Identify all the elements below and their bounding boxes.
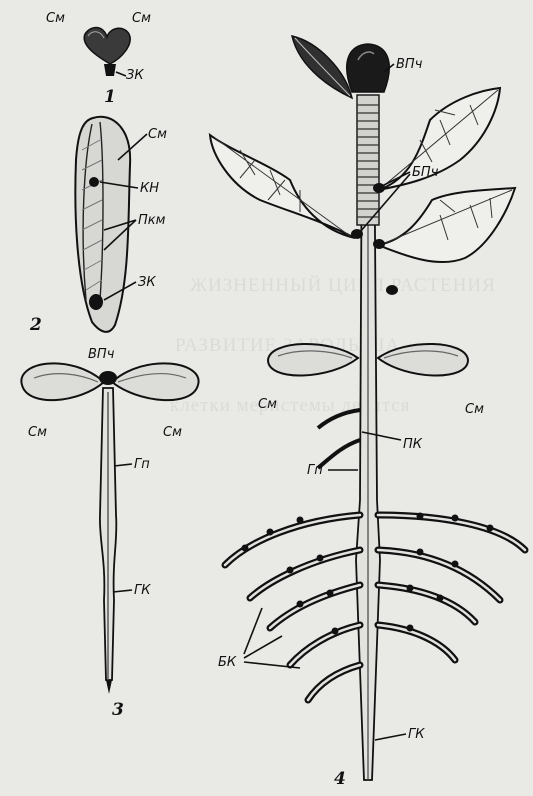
panel-1-embryo: См См ЗК 1 xyxy=(46,11,151,107)
label-lateral-roots-4: БК xyxy=(218,655,237,670)
panel-4-plant: ВПч БПч См См ПК Гп БК ГК 4 xyxy=(210,36,525,789)
cotyledon-right-4 xyxy=(378,344,468,376)
label-cotyledon-1b: См xyxy=(132,11,151,26)
meristem-zone-4 xyxy=(357,95,379,225)
apical-bud-4 xyxy=(347,44,389,92)
panel-number-2: 2 xyxy=(29,315,42,335)
panel-number-1: 1 xyxy=(104,87,116,107)
label-hypocotyl-3: Гп xyxy=(134,457,150,472)
panel-number-4: 4 xyxy=(334,769,346,789)
panel-2-seed: См КН Пкм ЗК 2 xyxy=(29,117,167,335)
lateral-bud-c xyxy=(373,239,385,249)
label-germ-root-1: ЗК xyxy=(126,68,144,83)
adventitious-root-b xyxy=(318,440,360,468)
label-lateral-buds-4: БПч xyxy=(412,165,439,180)
lateral-bud-b xyxy=(373,183,385,193)
label-procambium: Пкм xyxy=(138,213,166,228)
label-apical-meristem-3: ВПч xyxy=(88,347,115,362)
embryo-suspensor xyxy=(104,64,116,76)
adventitious-root-a xyxy=(318,410,360,428)
root-tip-3 xyxy=(106,680,112,694)
lateral-bud-d xyxy=(386,285,398,295)
label-hypocotyl-4: Гп xyxy=(307,463,323,478)
label-apical-meristem-4: ВПч xyxy=(396,57,423,72)
label-cotyledon-4a: См xyxy=(258,397,277,412)
label-cone-growth: КН xyxy=(140,181,159,196)
cotyledon-right-3 xyxy=(112,363,199,400)
label-cotyledon-4b: См xyxy=(465,402,484,417)
label-cotyledon-3b: См xyxy=(163,425,182,440)
cotyledon-left-4 xyxy=(268,344,358,376)
panel-3-seedling: ВПч См См Гп ГК 3 xyxy=(21,347,198,720)
label-adventitious-roots-4: ПК xyxy=(403,437,423,452)
label-germ-root-2: ЗК xyxy=(138,275,156,290)
label-cotyledon-2: См xyxy=(148,127,167,142)
growth-cone xyxy=(89,177,99,187)
label-main-root-3: ГК xyxy=(134,583,151,598)
cotyledon-left-3 xyxy=(21,363,104,400)
germ-root-2 xyxy=(89,294,103,310)
label-cotyledon-1a: См xyxy=(46,11,65,26)
apical-meristem-3 xyxy=(99,371,117,385)
label-main-root-4: ГК xyxy=(408,727,425,742)
label-cotyledon-3a: См xyxy=(28,425,47,440)
leaf-right-lower-4 xyxy=(378,188,515,262)
panel-number-3: 3 xyxy=(112,700,124,720)
